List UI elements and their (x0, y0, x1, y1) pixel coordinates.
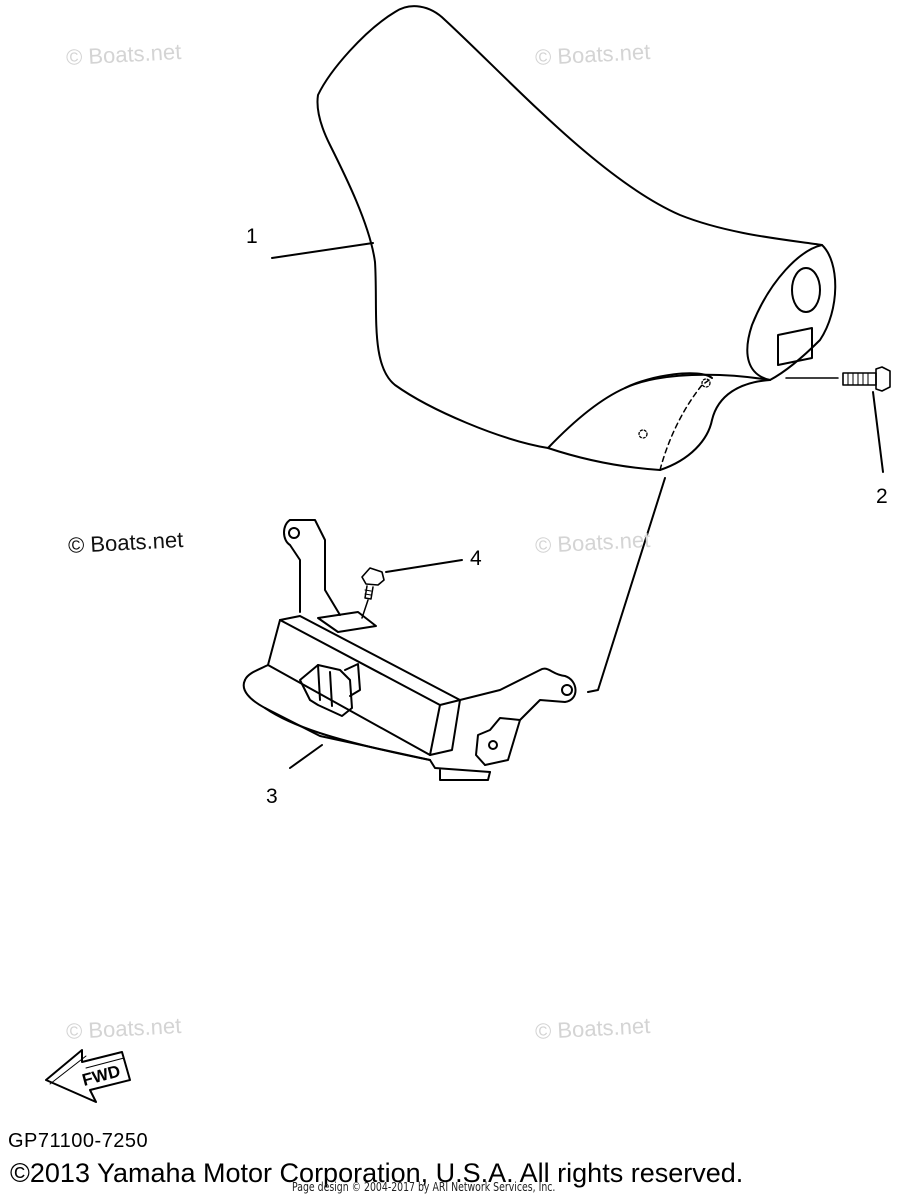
bolt-part[interactable] (785, 366, 891, 392)
leader-line-2 (872, 391, 884, 473)
fwd-label: FWD (80, 1061, 122, 1089)
leader-line-3 (289, 744, 323, 769)
connector-line (587, 477, 666, 693)
seat-part[interactable] (316, 5, 837, 471)
callout-bracket[interactable]: 3 (266, 785, 278, 808)
leader-line-1 (271, 242, 374, 259)
diagram-code: GP71100-7250 (8, 1130, 149, 1152)
leader-line-4 (385, 559, 463, 573)
callout-seat[interactable]: 1 (246, 225, 258, 248)
fwd-arrow-icon: FWD (45, 1049, 131, 1103)
screw-part[interactable] (361, 567, 385, 619)
copyright-notice: ©2013 Yamaha Motor Corporation, U.S.A. A… (10, 1158, 744, 1188)
bracket-part[interactable] (242, 519, 577, 781)
callout-bolt[interactable]: 2 (876, 485, 888, 508)
callout-screw[interactable]: 4 (470, 547, 482, 570)
page-design-credit: Page design © 2004-2017 by ARI Network S… (292, 1180, 556, 1194)
